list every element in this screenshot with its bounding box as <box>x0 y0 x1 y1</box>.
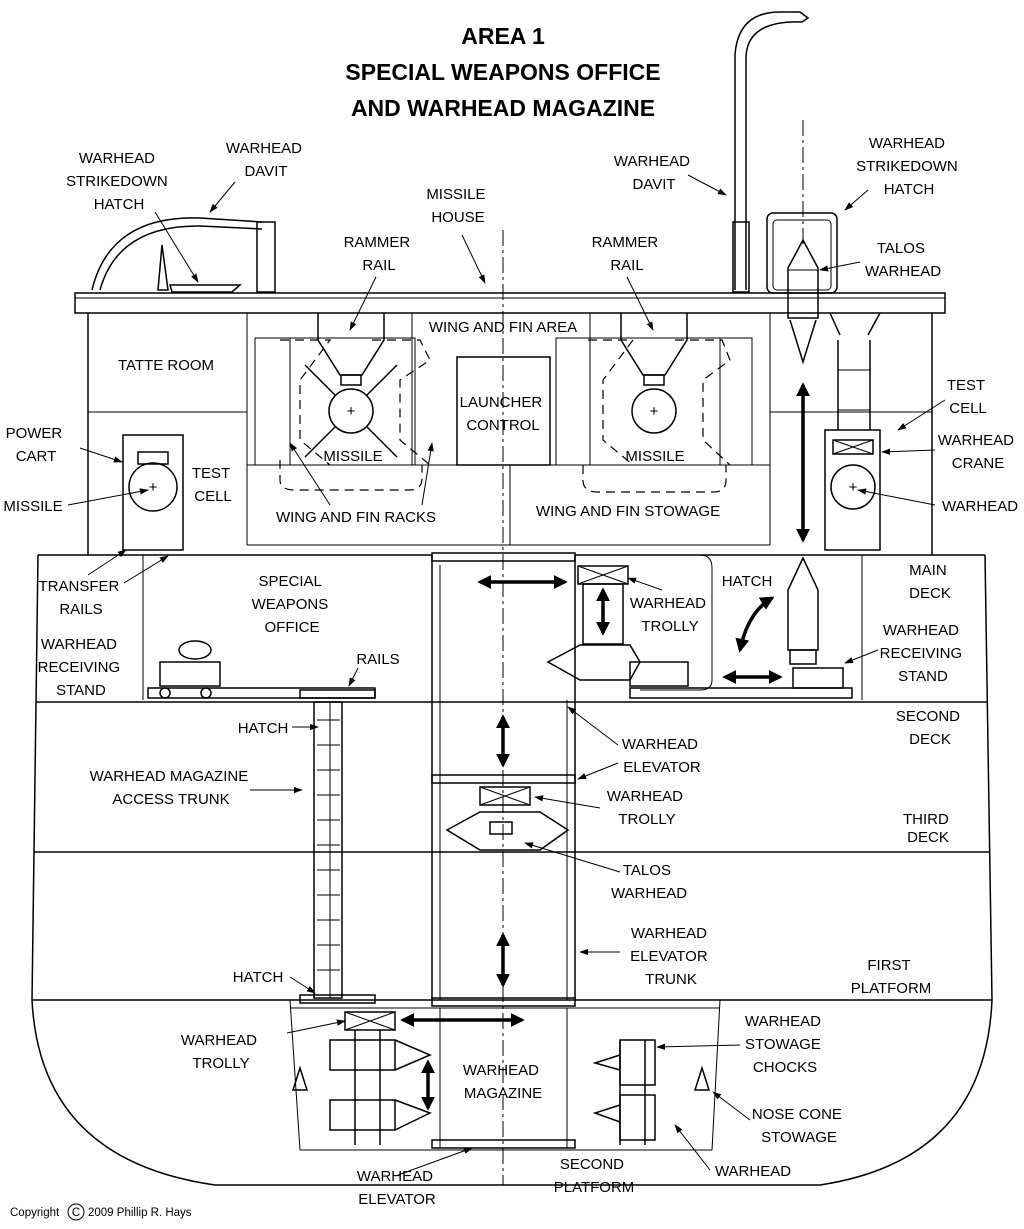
svg-text:+: + <box>849 479 858 496</box>
label-missile-left: MISSILE <box>3 498 62 515</box>
svg-text:+: + <box>149 479 158 496</box>
missile-section-right: + <box>582 313 731 493</box>
label-warhead-strikedown-hatch-left: WARHEAD STRIKEDOWN HATCH <box>66 150 172 213</box>
warhead-on-receiving-stand <box>787 556 844 689</box>
label-warhead-strikedown-hatch-right: WARHEAD STRIKEDOWN HATCH <box>856 135 962 198</box>
label-missile-center-right: MISSILE <box>625 448 684 465</box>
label-warhead-crane: WARHEAD CRANE <box>938 432 1018 472</box>
label-second-deck: SECOND DECK <box>896 708 964 748</box>
left-strikedown-hatch <box>169 284 242 293</box>
label-launcher-control: LAUNCHER CONTROL <box>460 394 547 434</box>
label-warhead-elevator-bottom: WARHEAD ELEVATOR <box>357 1168 437 1208</box>
label-missile-center-left: MISSILE <box>323 448 382 465</box>
label-missile-house: MISSILE HOUSE <box>426 186 489 226</box>
test-cell-right: + <box>824 312 881 551</box>
missile-section-left: + <box>279 313 431 491</box>
copyright-circle-icon <box>67 1203 85 1221</box>
magazine-access-trunk <box>313 701 343 999</box>
label-test-cell-left: TEST CELL <box>192 465 234 505</box>
equipment: + + + + <box>122 238 881 1145</box>
label-special-weapons-office: SPECIAL WEAPONS OFFICE <box>252 573 333 636</box>
deck-rails <box>147 687 376 699</box>
nose-cone-stowage <box>291 1065 711 1091</box>
svg-text:+: + <box>650 403 659 420</box>
title-line-2: SPECIAL WEAPONS OFFICE <box>345 59 660 85</box>
label-warhead-trolly-upper: WARHEAD TROLLY <box>630 595 710 635</box>
talos-warhead-top <box>787 238 819 365</box>
warhead-trolly-upper <box>546 554 713 691</box>
label-warhead-right: WARHEAD <box>942 498 1018 515</box>
label-warhead-receiving-stand-left: WARHEAD RECEIVING STAND <box>38 636 125 699</box>
missile-house-roof <box>74 292 946 314</box>
warhead-trolly-lower <box>329 1011 432 1145</box>
test-cell-left: + <box>122 434 184 551</box>
label-warhead-elevator-mid: WARHEAD ELEVATOR <box>622 736 702 776</box>
label-talos-warhead-top: TALOS WARHEAD <box>865 240 941 280</box>
motion-arrows <box>400 382 810 1111</box>
left-davit-arm <box>91 217 263 291</box>
receiving-stand-left <box>159 640 221 699</box>
label-rammer-rail-right: RAMMER RAIL <box>592 234 663 274</box>
label-warhead-bottom: WARHEAD <box>715 1163 791 1180</box>
label-third-deck: THIRD DECK <box>903 811 953 846</box>
copyright-text: 2009 Phillip R. Hays <box>88 1207 192 1219</box>
title-line-3: AND WARHEAD MAGAZINE <box>351 95 655 121</box>
label-warhead-stowage-chocks: WARHEAD STOWAGE CHOCKS <box>745 1013 825 1076</box>
right-davit <box>734 11 810 290</box>
leader-lines <box>67 174 946 1176</box>
diagram-title: AREA 1 SPECIAL WEAPONS OFFICE AND WARHEA… <box>345 23 660 121</box>
label-warhead-davit-right: WARHEAD DAVIT <box>614 153 694 193</box>
label-wing-and-fin-area: WING AND FIN AREA <box>429 319 577 336</box>
label-talos-warhead-mid: TALOS WARHEAD <box>611 862 687 902</box>
label-first-platform: FIRST PLATFORM <box>851 957 932 997</box>
label-warhead-magazine: WARHEAD MAGAZINE <box>463 1062 543 1102</box>
ship-structure <box>31 120 993 1186</box>
topside-equipment <box>91 11 838 294</box>
copyright-symbol: C <box>72 1207 80 1219</box>
copyright-prefix: Copyright <box>10 1207 60 1219</box>
label-rails: RAILS <box>356 651 399 668</box>
right-strikedown-hatch <box>766 212 838 294</box>
label-warhead-magazine-access-trunk: WARHEAD MAGAZINE ACCESS TRUNK <box>90 768 253 808</box>
hull-bottom <box>31 999 993 1186</box>
label-main-deck: MAIN DECK <box>909 562 951 602</box>
callout-labels: WARHEAD STRIKEDOWN HATCH WARHEAD DAVIT M… <box>3 135 1018 1208</box>
copyright-notice: Copyright C 2009 Phillip R. Hays <box>10 1203 192 1221</box>
access-ladder <box>317 719 340 971</box>
title-line-1: AREA 1 <box>461 23 545 49</box>
label-tatte-room: TATTE ROOM <box>118 357 214 374</box>
label-warhead-receiving-stand-right: WARHEAD RECEIVING STAND <box>880 622 967 685</box>
rails-upper <box>299 689 376 699</box>
label-power-cart: POWER CART <box>6 425 67 465</box>
label-test-cell-right: TEST CELL <box>947 377 989 417</box>
left-davit-post <box>256 221 276 293</box>
label-hatch-second: HATCH <box>238 720 289 737</box>
label-wing-and-fin-racks: WING AND FIN RACKS <box>276 509 436 526</box>
label-warhead-trolly-mid: WARHEAD TROLLY <box>607 788 687 828</box>
svg-text:+: + <box>347 403 356 420</box>
label-hatch-main: HATCH <box>722 573 773 590</box>
label-transfer-rails: TRANSFER RAILS <box>38 578 123 618</box>
warhead-stowage-right <box>592 1039 656 1145</box>
label-nose-cone-stowage: NOSE CONE STOWAGE <box>752 1106 846 1146</box>
label-rammer-rail-left: RAMMER RAIL <box>344 234 415 274</box>
label-warhead-davit-left: WARHEAD DAVIT <box>226 140 306 180</box>
label-warhead-elevator-trunk: WARHEAD ELEVATOR TRUNK <box>630 925 712 988</box>
label-wing-and-fin-stowage: WING AND FIN STOWAGE <box>536 503 720 520</box>
label-warhead-trolly-lower: WARHEAD TROLLY <box>181 1032 261 1072</box>
label-second-platform: SECOND PLATFORM <box>554 1156 635 1196</box>
label-hatch-lower: HATCH <box>233 969 284 986</box>
warhead-trolly-mid <box>445 786 570 851</box>
